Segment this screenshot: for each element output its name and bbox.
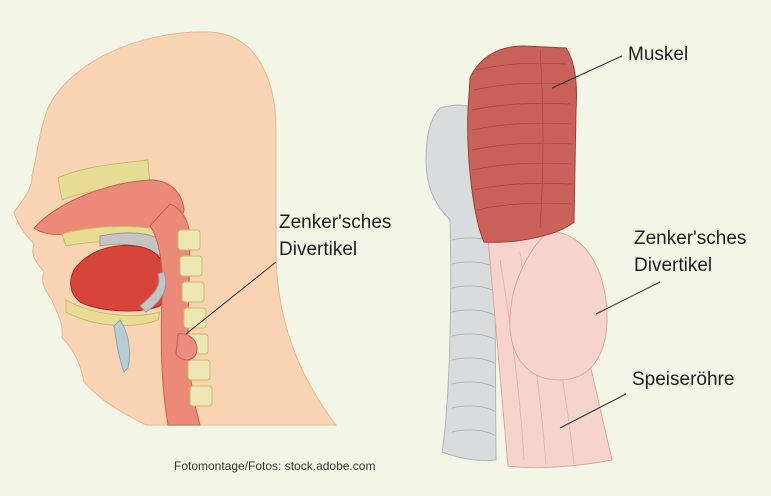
right-label-diverticulum-line1: Zenker'sches <box>634 227 746 250</box>
esophagus-detail <box>426 46 660 468</box>
right-label-diverticulum-line2: Divertikel <box>634 254 712 277</box>
left-label-line1: Zenker'sches <box>279 211 391 234</box>
left-label-line2: Divertikel <box>279 238 357 261</box>
photo-credit: Fotomontage/Fotos: stock.adobe.com <box>174 459 375 473</box>
right-label-esophagus: Speiseröhre <box>632 368 734 391</box>
right-label-muscle: Muskel <box>628 43 688 66</box>
